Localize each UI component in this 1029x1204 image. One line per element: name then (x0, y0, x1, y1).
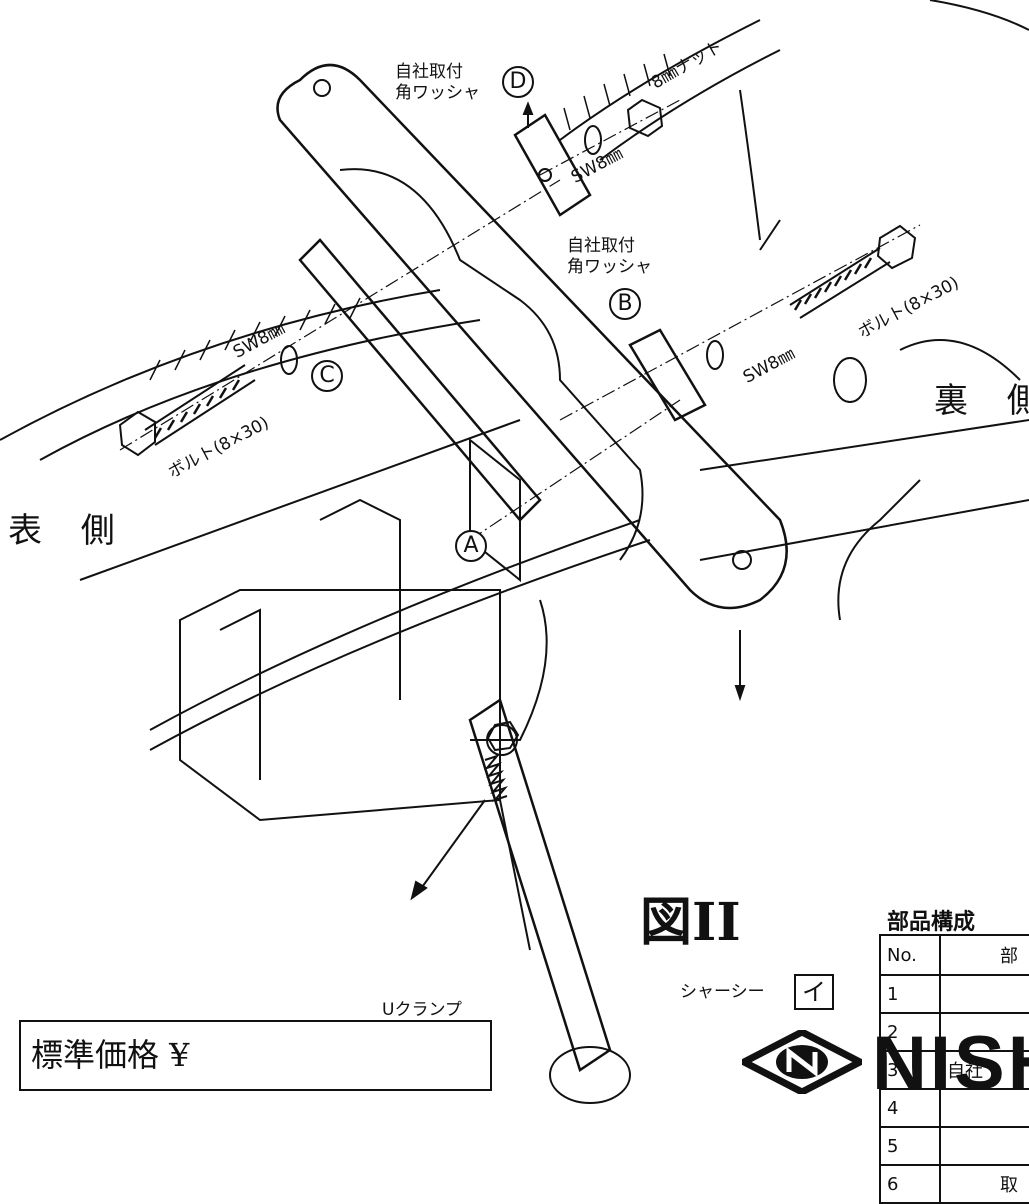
lower-structure (179, 589, 501, 822)
back-side-label: 裏 側 (934, 381, 1029, 421)
row-no: 1 (879, 974, 941, 1014)
table-row: 5ミ (879, 1126, 1029, 1166)
bolt-right-head (876, 224, 917, 270)
marker-d: D (502, 66, 534, 98)
spring (483, 753, 509, 803)
stand-body (470, 599, 548, 741)
row-name: ボ (939, 1012, 1029, 1052)
company-logo-text: NISH (872, 1021, 1029, 1106)
frame-hole (313, 79, 331, 97)
chassis-curve (39, 319, 481, 461)
row-no: 5 (879, 1126, 941, 1166)
lower-structure (319, 498, 401, 700)
table-row: 1 (879, 974, 1029, 1014)
nut-top (626, 98, 664, 138)
frame-hole (732, 550, 752, 570)
row-name (939, 974, 1029, 1014)
washer-b (628, 328, 707, 422)
u-clamp-label: Uクランプ (382, 1000, 462, 1020)
chassis-curve (929, 0, 1029, 31)
row-no: 3 (879, 1050, 941, 1090)
sw-right (706, 340, 724, 370)
washer-d-label: 自社取付 角ワッシャ (395, 62, 480, 103)
belt (149, 519, 641, 731)
row-no: 6 (879, 1164, 941, 1204)
marker-c: C (311, 360, 343, 392)
bolt-right-thread (793, 257, 873, 311)
price-box: 標準価格 ¥ (19, 1020, 492, 1091)
sw-top (584, 125, 602, 155)
stand-pivot (486, 724, 518, 756)
washer-d-hole (538, 168, 552, 182)
row-name: 取 (939, 1164, 1029, 1204)
parts-table-title: 部品構成 (887, 910, 976, 935)
stand-arm (468, 698, 612, 1072)
washer-b-label: 自社取付 角ワッシャ (567, 236, 652, 277)
back-part (837, 479, 921, 621)
row-name: 自社 (939, 1050, 1029, 1090)
lower-structure (219, 608, 261, 780)
chassis-curve (699, 419, 1029, 471)
column-header-no: No. (879, 934, 941, 976)
front-bracket (298, 238, 542, 522)
back-knob (833, 357, 867, 403)
chassis-mark: イ (794, 974, 834, 1010)
back-arm (739, 89, 781, 251)
table-row: 2ボ (879, 1012, 1029, 1052)
hatching (149, 53, 671, 381)
center-lines (119, 99, 921, 541)
table-header-row: No. 部 (879, 934, 1029, 976)
frame-bar (276, 63, 788, 610)
back-curve (899, 339, 1021, 381)
column-header-name: 部 (939, 934, 1029, 976)
chassis-curve (0, 289, 441, 441)
marker-b: B (609, 288, 641, 320)
figure-label: 図II (640, 892, 741, 953)
company-logo-icon (742, 1030, 862, 1094)
stand-foot (549, 1046, 631, 1104)
row-name: ミ (939, 1126, 1029, 1166)
marker-a: A (455, 530, 487, 562)
arrow-uclamp (419, 799, 486, 891)
chassis-curve (599, 49, 781, 161)
bolt-left-thread (153, 379, 241, 439)
bolt-left-shaft (144, 364, 256, 446)
chassis-curve (559, 19, 761, 141)
bolt-left-head (118, 410, 156, 457)
chassis-curve (699, 499, 1029, 561)
spring-rod (499, 799, 531, 951)
assembly-diagram (0, 0, 1029, 1104)
front-bracket-plate (469, 437, 521, 583)
belt (149, 539, 651, 751)
chassis-curve (79, 419, 521, 581)
row-no: 2 (879, 1012, 941, 1052)
chassis-label: シャーシー (680, 982, 765, 1002)
stand-nut (486, 720, 520, 752)
washer-d (513, 113, 592, 217)
front-side-label: 表 側 (8, 511, 129, 551)
bolt-right-shaft (789, 247, 891, 319)
frame-body (339, 168, 644, 561)
